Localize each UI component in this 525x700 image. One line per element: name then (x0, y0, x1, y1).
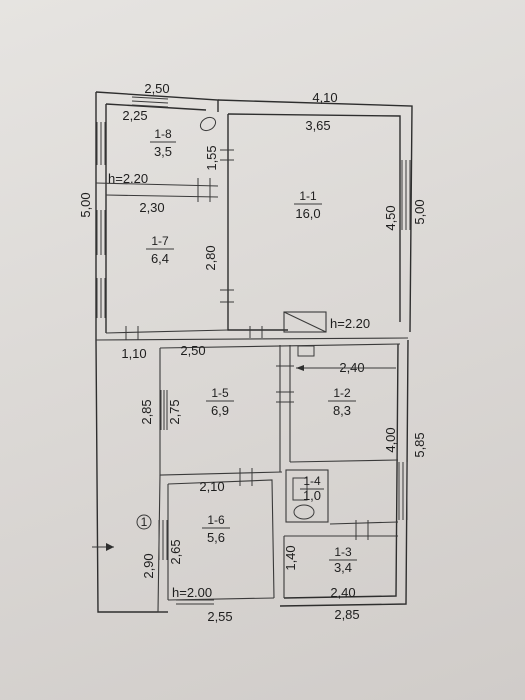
outer-walls (95, 91, 413, 613)
dim-room-1-7-height: 2,80 (203, 245, 218, 270)
sink-icon (199, 116, 217, 132)
room-1-4: 1-4 1,0 (300, 474, 324, 503)
dim-right-height: 5,00 (412, 199, 427, 224)
svg-text:16,0: 16,0 (295, 206, 320, 221)
svg-text:1-8: 1-8 (154, 127, 172, 141)
window-top-left (131, 96, 169, 108)
room-1-8: 1-8 3,5 (150, 127, 176, 159)
room-1-5: 1-5 6,9 (206, 386, 234, 418)
arrow-head-left (296, 365, 304, 371)
window-room-1-6 (158, 520, 168, 560)
svg-text:5,6: 5,6 (207, 530, 225, 545)
svg-text:1-7: 1-7 (151, 234, 169, 248)
svg-text:6,4: 6,4 (151, 251, 169, 266)
svg-text:1-4: 1-4 (303, 474, 321, 488)
svg-text:1,0: 1,0 (303, 488, 321, 503)
dim-top-right-width: 4,10 (312, 90, 337, 105)
dim-top-left-inner: 2,25 (122, 108, 147, 123)
interior-walls (95, 182, 409, 613)
dim-h-bottom: h=2.00 (172, 585, 212, 600)
window-bottom (176, 599, 214, 605)
dim-room-1-7-width: 2,30 (139, 200, 164, 215)
dim-room-1-2-height: 4,00 (383, 427, 398, 452)
svg-text:8,3: 8,3 (333, 403, 351, 418)
window-left-mid (96, 210, 106, 255)
dim-h-right: h=2.20 (330, 316, 370, 331)
dim-bottom-left: 2,55 (207, 609, 232, 624)
dim-mid-155: 1,55 (204, 145, 219, 170)
dim-room-1-5-width: 2,50 (180, 343, 205, 358)
dim-top-left-width: 2,50 (144, 81, 169, 96)
svg-text:1-1: 1-1 (299, 189, 317, 203)
entrance-circle (136, 514, 152, 530)
dim-room-1-6-outer: 2,90 (141, 553, 156, 578)
svg-text:1-6: 1-6 (207, 513, 225, 527)
dim-right-lower-height: 5,85 (412, 432, 427, 457)
dim-h-left: h=2.20 (108, 171, 148, 186)
svg-text:1-3: 1-3 (334, 545, 352, 559)
entrance-arrow (92, 543, 114, 551)
window-left-upper (96, 122, 106, 165)
dim-room-1-1-height: 4,50 (383, 205, 398, 230)
heater-box (297, 345, 315, 357)
dimension-labels: 2,50 2,25 4,10 3,65 5,00 1,55 h=2.20 2,3… (78, 81, 427, 624)
window-left-low (96, 278, 106, 318)
dim-room-1-6-inner: 2,65 (168, 539, 183, 564)
window-right-lower (398, 462, 408, 520)
room-1-6: 1-6 5,6 (202, 513, 230, 545)
window-right-upper (401, 160, 411, 230)
window-room-1-5 (160, 390, 168, 430)
dim-room-1-5-inner: 2,75 (167, 399, 182, 424)
dim-corridor-width: 1,10 (121, 346, 146, 361)
stove-box (283, 311, 327, 333)
svg-text:3,5: 3,5 (154, 144, 172, 159)
svg-text:3,4: 3,4 (334, 560, 352, 575)
windows (96, 96, 411, 605)
room-1-3: 1-3 3,4 (329, 545, 357, 575)
dim-room-1-6-width: 2,10 (199, 479, 224, 494)
entrance-number: 1 (141, 515, 148, 529)
dim-bottom-right: 2,85 (334, 607, 359, 622)
svg-text:6,9: 6,9 (211, 403, 229, 418)
room-1-1: 1-1 16,0 (294, 189, 322, 221)
dim-room-1-5-outer: 2,85 (139, 399, 154, 424)
room-1-2: 1-2 8,3 (328, 386, 356, 418)
dim-room-1-1-width: 3,65 (305, 118, 330, 133)
room-labels: 1-8 3,5 1-1 16,0 1-7 6,4 1-5 6,9 1-2 8,3… (146, 127, 357, 575)
door-marks (125, 149, 369, 540)
dim-room-1-3-width: 2,40 (330, 585, 355, 600)
room-1-7: 1-7 6,4 (146, 234, 174, 266)
svg-text:1-5: 1-5 (211, 386, 229, 400)
dim-left-height: 5,00 (78, 192, 93, 217)
dim-room-1-3-height: 1,40 (283, 545, 298, 570)
svg-text:1-2: 1-2 (333, 386, 351, 400)
